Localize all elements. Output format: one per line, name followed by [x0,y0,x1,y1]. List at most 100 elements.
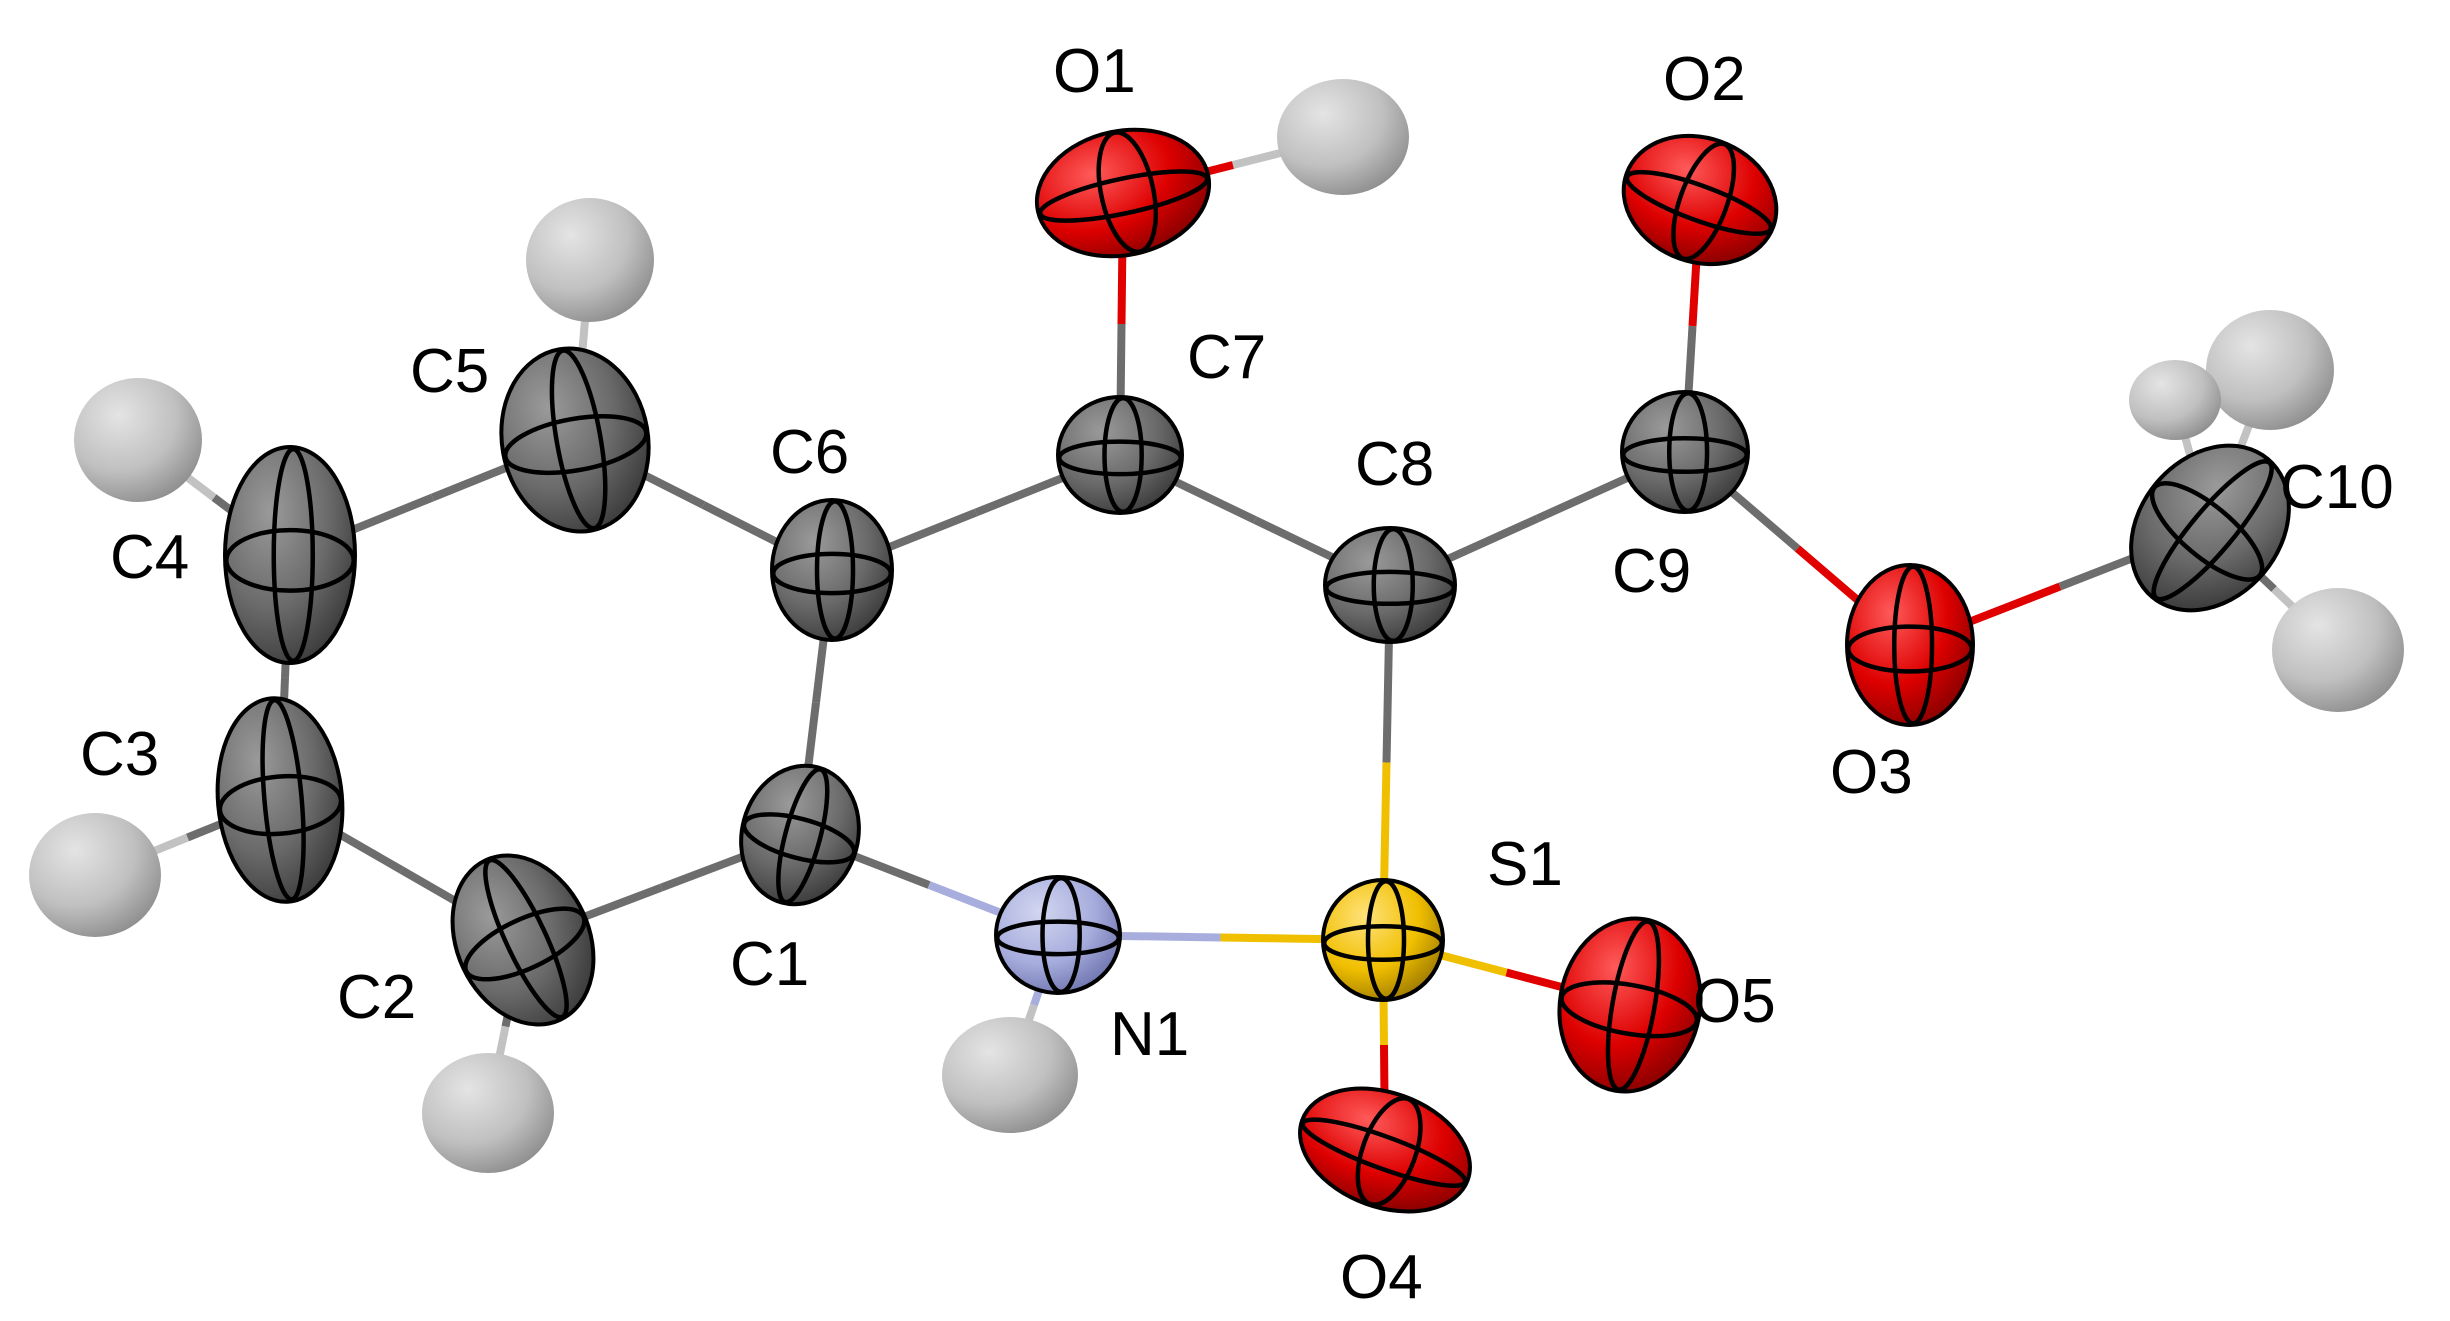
atom-label-n1: N1 [1110,1000,1189,1069]
atom-body [1623,135,1777,265]
atom-body [1058,397,1182,513]
atom-h5 [526,198,654,322]
principal-axis-ring-1 [224,527,356,593]
principal-axis-ring-1 [217,773,344,837]
principal-axis-ring-2 [549,348,608,531]
atom-h10a [2206,310,2334,430]
atom-n1 [994,875,1122,995]
atom-body [422,1053,554,1173]
principal-axis-ring-1 [1300,1117,1468,1189]
atom-c4 [223,445,357,665]
atom-label-c7: C7 [1187,323,1266,392]
atom-label-c8: C8 [1355,430,1434,499]
atom-body [74,378,202,502]
atom-c10 [2129,443,2291,613]
atom-label-c10: C10 [2280,453,2394,522]
atom-body [996,877,1120,993]
atom-body [1559,918,1701,1092]
atom-label-c6: C6 [770,418,849,487]
atom-h2 [422,1053,554,1173]
atom-h1 [1277,79,1409,195]
principal-axis-ring-2 [1096,130,1158,255]
atom-outline [499,346,651,534]
atom-label-o2: O2 [1663,45,1746,114]
atom-s1 [1321,878,1445,1002]
atom-c7 [1056,395,1184,515]
principal-axis-ring-2 [1355,1095,1423,1208]
principal-axis-ring-2 [2151,459,2274,602]
principal-axis-ring-1 [1846,624,1974,674]
principal-axis-ring-1 [1624,169,1774,236]
atom-label-c5: C5 [410,337,489,406]
principal-axis-ring-2 [1892,564,1935,726]
atom-body [501,348,649,532]
atom-hn1 [942,1017,1078,1133]
principal-axis-ring-2 [814,499,856,641]
principal-axis-ring-2 [271,446,315,664]
principal-axis-ring-2 [1605,919,1662,1092]
atom-body [2131,445,2289,611]
atom-c1 [739,763,861,907]
atom-o4 [1298,1086,1472,1214]
atom-h10b [2129,360,2221,440]
atom-body [1277,79,1409,195]
atom-body [217,698,343,902]
atom-body [1323,880,1443,1000]
atom-c6 [770,498,894,642]
atom-body [1325,528,1455,642]
atom-c5 [499,346,651,534]
atoms-layer [29,79,2404,1214]
atom-body [942,1017,1078,1133]
principal-axis-ring-2 [1671,141,1737,262]
atom-h4 [74,378,202,502]
atom-body [225,447,355,663]
principal-axis-ring-1 [994,919,1122,957]
principal-axis-ring-2 [483,857,569,1020]
atom-label-c9: C9 [1612,537,1691,606]
principal-axis-ring-2 [260,697,306,902]
atom-label-o1: O1 [1053,37,1136,106]
atom-body [29,813,161,937]
atom-body [741,765,859,905]
principal-axis-ring-2 [1040,875,1082,995]
principal-axis-ring-1 [1324,569,1456,607]
principal-axis-ring-1 [502,414,649,476]
principal-axis-ring-1 [1056,439,1184,477]
atom-body [772,500,892,640]
principal-axis-ring-1 [1037,169,1210,223]
atom-o5 [1557,916,1703,1094]
atom-label-o3: O3 [1830,738,1913,807]
atom-o1 [1034,127,1212,259]
atom-o3 [1845,563,1975,727]
atom-label-o4: O4 [1340,1243,1423,1312]
atom-body [1622,392,1748,512]
principal-axis-ring-2 [1102,395,1144,515]
principal-axis-ring-2 [776,767,830,905]
atom-o2 [1621,133,1779,267]
atom-label-s1: S1 [1487,830,1563,899]
atom-label-c2: C2 [337,963,416,1032]
atom-label-o5: O5 [1693,967,1776,1036]
principal-axis-ring-1 [2149,481,2265,582]
principal-axis-ring-1 [463,906,587,982]
principal-axis-ring-2 [1365,878,1407,1002]
atom-h10c [2272,588,2404,712]
principal-axis-ring-1 [1621,435,1749,475]
atom-c2 [450,853,596,1027]
principal-axis-ring-1 [741,812,857,865]
principal-axis-ring-1 [1321,923,1445,963]
atom-label-c4: C4 [110,523,189,592]
principal-axis-ring-1 [770,551,894,596]
atom-c9 [1620,390,1750,514]
atom-label-c1: C1 [730,930,809,999]
atom-h3 [29,813,161,937]
atom-body [1036,129,1210,257]
atom-body [2129,360,2221,440]
atom-body [2206,310,2334,430]
atom-c3 [215,696,345,904]
atom-label-c3: C3 [80,720,159,789]
atom-c8 [1323,526,1457,644]
atom-body [2272,588,2404,712]
